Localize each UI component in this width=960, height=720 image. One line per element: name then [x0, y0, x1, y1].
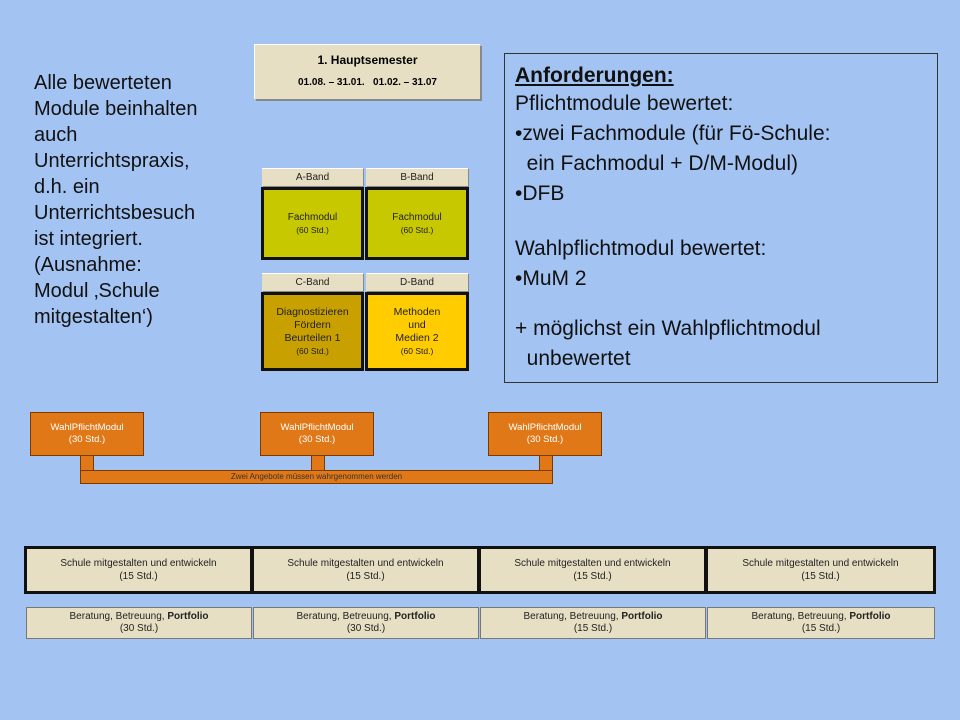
module-line: Methoden [393, 305, 441, 318]
schule-title: Schule mitgestalten und entwickeln [60, 558, 217, 569]
note-line: (Ausnahme: [34, 254, 142, 276]
connector-stem [539, 456, 553, 470]
requirements-line: Wahlpflichtmodul bewertet: [515, 237, 767, 260]
schule-hours: (15 Std.) [119, 571, 158, 582]
beratung-label-bold: Portfolio [621, 611, 663, 622]
note-line: d.h. ein [34, 176, 100, 198]
band-label-b: B-Band [366, 168, 468, 186]
beratung-title: Beratung, Betreuung, Portfolio [297, 611, 436, 623]
wpm-hours: (30 Std.) [526, 434, 564, 445]
fachmodul-b: Fachmodul (60 Std.) [365, 187, 469, 260]
semester-title: 1. Hauptsemester [317, 53, 418, 67]
note-line: ist integriert. [34, 228, 143, 250]
requirements-line: ein Fachmodul + D/M-Modul) [515, 152, 799, 175]
requirements-line: + möglichst ein Wahlpflichtmodul [515, 317, 821, 340]
module-diagnostizieren: Diagnostizieren Fördern Beurteilen 1 (60… [261, 292, 364, 371]
note-line: Modul ‚Schule [34, 280, 160, 302]
schule-row: Schule mitgestalten und entwickeln (15 S… [24, 546, 936, 594]
fachmodul-a: Fachmodul (60 Std.) [261, 187, 364, 260]
beratung-title: Beratung, Betreuung, Portfolio [752, 611, 891, 623]
module-line: Fördern [294, 318, 331, 331]
schule-module: Schule mitgestalten und entwickeln (15 S… [481, 549, 704, 591]
schule-module: Schule mitgestalten und entwickeln (15 S… [27, 549, 250, 591]
wahlpflichtmodul-3: WahlPflichtModul (30 Std.) [488, 412, 602, 456]
schule-hours: (15 Std.) [346, 571, 385, 582]
wpm-hours: (30 Std.) [298, 434, 336, 445]
beratung-hours: (15 Std.) [573, 623, 613, 634]
module-line: und [408, 318, 426, 331]
module-line: Beurteilen 1 [284, 331, 341, 344]
schule-module: Schule mitgestalten und entwickeln (15 S… [254, 549, 477, 591]
note-line: Module beinhalten [34, 98, 198, 120]
beratung-module: Beratung, Betreuung, Portfolio (30 Std.) [253, 607, 479, 639]
schule-title: Schule mitgestalten und entwickeln [287, 558, 444, 569]
connector-stem [80, 456, 94, 470]
beratung-hours: (15 Std.) [801, 623, 841, 634]
module-line: Medien 2 [395, 331, 439, 344]
note-line: auch [34, 124, 78, 146]
beratung-title: Beratung, Betreuung, Portfolio [70, 611, 209, 623]
module-line: Diagnostizieren [276, 305, 349, 318]
beratung-label: Beratung, Betreuung, [296, 611, 395, 622]
module-hours: (60 Std.) [296, 224, 329, 235]
band-label-c: C-Band [262, 273, 363, 291]
note-line: Unterrichtspraxis, [34, 150, 190, 172]
schule-module: Schule mitgestalten und entwickeln (15 S… [708, 549, 933, 591]
requirements-line: Pflichtmodule bewertet: [515, 92, 734, 115]
module-hours: (60 Std.) [400, 345, 434, 356]
requirements-title: Anforderungen: [515, 64, 674, 87]
module-title: Fachmodul [392, 211, 442, 223]
requirements-line: •zwei Fachmodule (für Fö-Schule: [515, 122, 831, 145]
beratung-title: Beratung, Betreuung, Portfolio [524, 611, 663, 623]
semester-header: 1. Hauptsemester 01.08. – 31.01. 01.02. … [254, 44, 480, 99]
beratung-label-bold: Portfolio [167, 611, 209, 622]
requirements-line: •MuM 2 [515, 267, 587, 290]
wpm-title: WahlPflichtModul [50, 422, 124, 433]
band-label-a: A-Band [262, 168, 363, 186]
wahlpflichtmodul-1: WahlPflichtModul (30 Std.) [30, 412, 144, 456]
semester-dates: 01.08. – 31.01. 01.02. – 31.07 [297, 77, 437, 88]
left-note: Alle bewerteten Module beinhalten auch U… [34, 70, 234, 330]
beratung-label-bold: Portfolio [394, 611, 436, 622]
beratung-module: Beratung, Betreuung, Portfolio (15 Std.) [707, 607, 935, 639]
beratung-hours: (30 Std.) [346, 623, 386, 634]
module-hours: (60 Std.) [296, 345, 329, 356]
note-line: Alle bewerteten [34, 72, 172, 94]
requirements-line: unbewertet [515, 347, 631, 370]
schule-title: Schule mitgestalten und entwickeln [742, 558, 899, 569]
connector-stem [311, 456, 325, 470]
beratung-label: Beratung, Betreuung, [523, 611, 622, 622]
wahlpflichtmodul-2: WahlPflichtModul (30 Std.) [260, 412, 374, 456]
note-line: mitgestalten‘) [34, 306, 153, 328]
beratung-hours: (30 Std.) [119, 623, 159, 634]
wpm-title: WahlPflichtModul [508, 422, 582, 433]
beratung-module: Beratung, Betreuung, Portfolio (15 Std.) [480, 607, 706, 639]
schule-title: Schule mitgestalten und entwickeln [514, 558, 671, 569]
connector-bar: Zwei Angebote müssen wahrgenommen werden [80, 470, 553, 484]
beratung-label: Beratung, Betreuung, [69, 611, 168, 622]
requirements-line: •DFB [515, 182, 565, 205]
wpm-hours: (30 Std.) [68, 434, 106, 445]
band-label-d: D-Band [366, 273, 468, 291]
beratung-module: Beratung, Betreuung, Portfolio (30 Std.) [26, 607, 252, 639]
schule-hours: (15 Std.) [801, 571, 840, 582]
beratung-label-bold: Portfolio [849, 611, 891, 622]
beratung-label: Beratung, Betreuung, [751, 611, 850, 622]
note-line: Unterrichtsbesuch [34, 202, 196, 224]
module-hours: (60 Std.) [400, 224, 434, 235]
requirements-box: Anforderungen: Pflichtmodule bewertet: •… [504, 53, 938, 383]
module-methoden: Methoden und Medien 2 (60 Std.) [365, 292, 469, 371]
schule-hours: (15 Std.) [573, 571, 612, 582]
module-title: Fachmodul [287, 211, 338, 223]
wpm-title: WahlPflichtModul [280, 422, 354, 433]
